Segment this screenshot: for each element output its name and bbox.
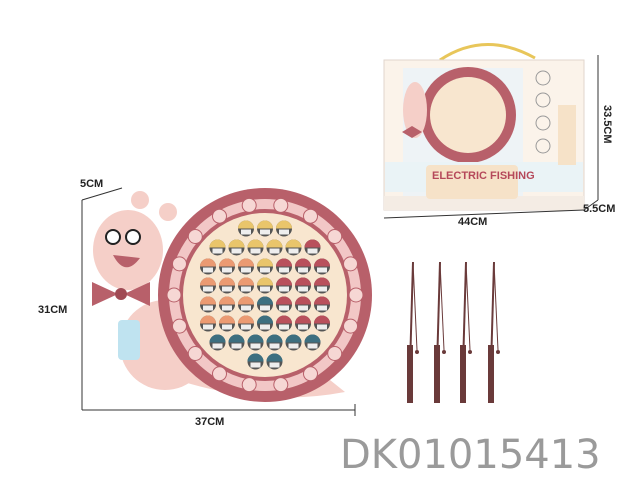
fish — [266, 353, 283, 370]
fishing-rod — [460, 261, 472, 403]
ring-slot — [241, 197, 257, 213]
fish — [228, 334, 245, 351]
fishing-rod — [488, 261, 500, 403]
box-toy-board — [430, 77, 506, 153]
fish — [276, 277, 292, 294]
fish — [219, 315, 235, 332]
fish — [285, 239, 302, 256]
box-depth-label: 5.5CM — [583, 203, 616, 215]
ring-slot — [171, 318, 187, 334]
box-width-label: 44CM — [458, 216, 488, 228]
fish — [200, 258, 216, 275]
ring-slot — [187, 345, 203, 361]
fish — [257, 258, 273, 275]
fish — [247, 353, 264, 370]
ring-slot — [166, 287, 182, 303]
ring-slot — [327, 229, 343, 245]
fish — [219, 258, 235, 275]
fish — [314, 277, 330, 294]
fishing-rod — [434, 261, 446, 403]
box-depth-line — [583, 199, 599, 211]
toy-depth-line — [81, 187, 123, 201]
fish — [200, 277, 216, 294]
fish — [209, 334, 226, 351]
box-title-banner — [426, 165, 518, 199]
fish — [238, 296, 254, 313]
snail-toy — [92, 188, 372, 402]
fish — [228, 239, 245, 256]
fish — [314, 258, 330, 275]
ring-slot — [348, 287, 364, 303]
ring-slot — [241, 377, 257, 393]
fish — [295, 315, 311, 332]
toy-height-label: 31CM — [38, 304, 68, 316]
snail-bow — [92, 282, 150, 306]
ring-slot — [303, 366, 318, 382]
ring-slot — [212, 366, 227, 382]
snail-mouth — [113, 255, 140, 268]
toy-depth-label: 5CM — [80, 178, 104, 190]
box-toy-head — [403, 82, 427, 138]
ring-slot — [273, 377, 289, 393]
box-handle — [439, 43, 536, 62]
fish — [200, 315, 216, 332]
box-height-label: 33.5CM — [601, 105, 613, 144]
snail-head — [93, 210, 163, 290]
box-toy-bow — [402, 126, 422, 138]
ring-slot — [343, 318, 359, 334]
ring-slot — [303, 208, 318, 224]
fishing-rod — [407, 261, 419, 403]
fish — [285, 334, 302, 351]
box-width-line — [383, 209, 585, 219]
snail-eye — [125, 229, 141, 245]
fish — [200, 296, 216, 313]
ring-slot — [343, 256, 359, 272]
fishing-rods — [407, 261, 500, 403]
fish — [314, 296, 330, 313]
ring-slot — [273, 197, 289, 213]
fish — [276, 296, 292, 313]
fish — [314, 315, 330, 332]
product-code: DK01015413 — [340, 432, 601, 478]
fish — [219, 277, 235, 294]
fish — [257, 220, 273, 237]
product-box — [383, 43, 585, 211]
fish — [295, 296, 311, 313]
ring-slot — [187, 229, 203, 245]
fish — [257, 315, 273, 332]
ring-slot — [327, 345, 343, 361]
snail-eye — [105, 229, 121, 245]
fish — [276, 258, 292, 275]
fish — [247, 334, 264, 351]
fish — [295, 258, 311, 275]
fish — [304, 239, 321, 256]
fish — [276, 315, 292, 332]
ring-slot — [171, 256, 187, 272]
fish — [295, 277, 311, 294]
fish — [247, 239, 264, 256]
fish — [304, 334, 321, 351]
box-title: ELECTRIC FISHING — [432, 170, 535, 182]
fish — [266, 239, 283, 256]
toy-width-label: 37CM — [195, 416, 225, 428]
fish — [209, 239, 226, 256]
fish — [266, 334, 283, 351]
fish — [257, 296, 273, 313]
snail-sticker — [118, 320, 140, 360]
fish — [219, 296, 235, 313]
fish — [238, 315, 254, 332]
ring-slot — [212, 208, 227, 224]
fish — [238, 258, 254, 275]
fish — [238, 277, 254, 294]
fish — [276, 220, 292, 237]
snail-antenna — [131, 191, 149, 209]
fish — [238, 220, 254, 237]
fishing-board — [183, 213, 347, 377]
fish — [257, 277, 273, 294]
